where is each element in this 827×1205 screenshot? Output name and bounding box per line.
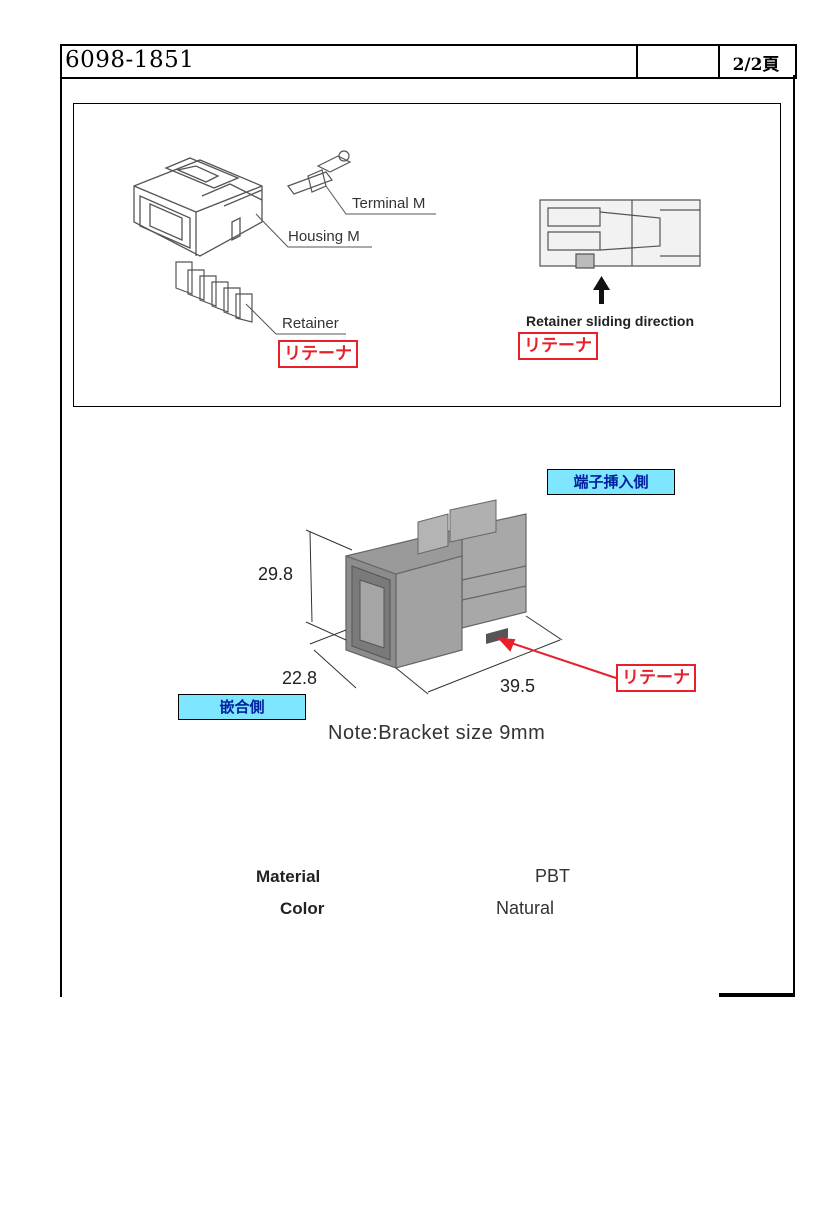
leader-lines (245, 185, 436, 335)
mating-side-label: 嵌合側 (178, 694, 306, 720)
color-value: Natural (496, 898, 555, 918)
housing-label: Housing M (288, 228, 360, 245)
document-sheet: 6098-1851 2/2頁 (60, 44, 797, 997)
material-key: Material (256, 867, 321, 886)
page-number: 2/2頁 (732, 55, 780, 75)
header-divider (636, 44, 638, 77)
height-dimension: 29.8 (258, 564, 294, 584)
frame-right (793, 75, 795, 997)
retainer-jp-label: リテーナ (278, 340, 358, 368)
product-retainer-jp-label: リテーナ (616, 664, 696, 692)
connector-3d-view (345, 499, 527, 669)
header-bar (60, 44, 797, 79)
frame-bottom-mark (719, 993, 795, 997)
slide-arrow (593, 276, 610, 304)
header-divider (718, 44, 720, 77)
exploded-diagram-box (73, 103, 781, 407)
width-dimension: 22.8 (282, 668, 318, 688)
section-illustration (539, 199, 701, 269)
terminal-illustration (287, 150, 352, 195)
section-retainer-jp-label: リテーナ (518, 332, 598, 360)
retainer-pointer (497, 637, 617, 679)
bracket-note: Note:Bracket size 9mm (328, 722, 546, 744)
housing-illustration (133, 157, 263, 257)
color-key: Color (280, 899, 325, 918)
length-dimension: 39.5 (500, 676, 536, 696)
terminal-insertion-side-label: 端子挿入側 (547, 469, 675, 495)
part-number: 6098-1851 (65, 47, 195, 73)
sliding-direction-label: Retainer sliding direction (526, 313, 695, 329)
retainer-label: Retainer (282, 315, 339, 332)
material-value: PBT (535, 866, 571, 886)
frame-left (60, 75, 62, 997)
dimension-lines (305, 529, 563, 695)
retainer-illustration (175, 261, 253, 323)
terminal-label: Terminal M (352, 195, 426, 212)
